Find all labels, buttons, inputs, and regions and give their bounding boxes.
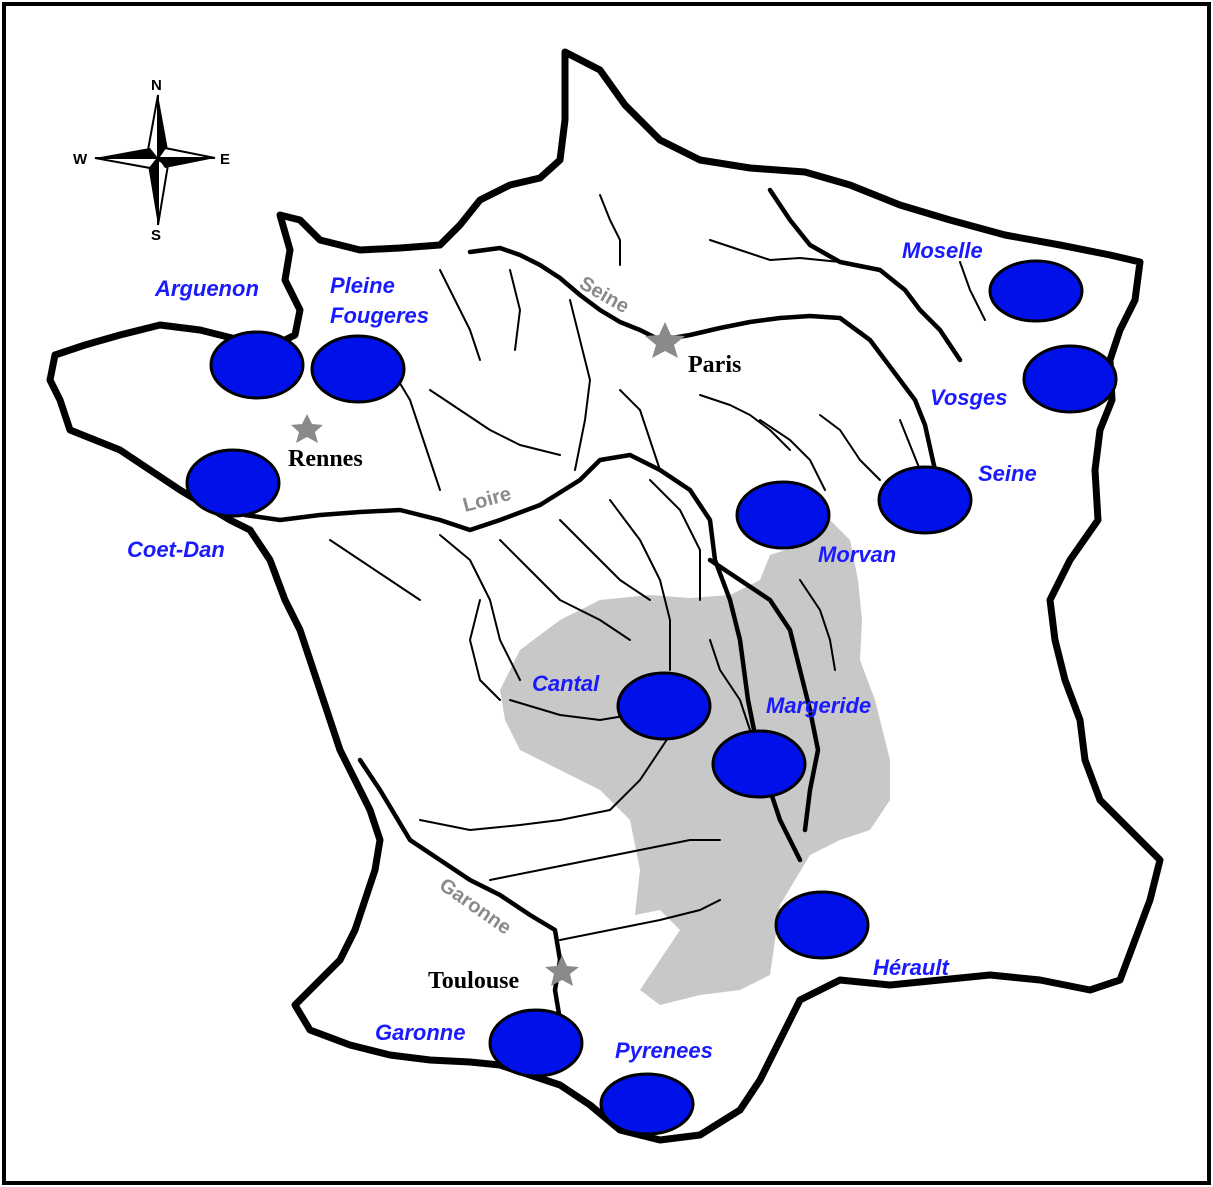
site-vosges: Vosges — [930, 344, 1118, 414]
site-marker — [209, 330, 305, 400]
site-label: Cantal — [532, 671, 600, 696]
compass-north-label: N — [151, 77, 162, 94]
site-label-line2: Fougeres — [330, 303, 429, 328]
compass-east-label: E — [220, 151, 230, 168]
site-label: Morvan — [818, 542, 896, 567]
site-label: Hérault — [873, 955, 950, 980]
site-marker — [711, 729, 807, 799]
compass-south-label: S — [151, 227, 161, 244]
minor-rivers — [329, 194, 986, 941]
site-herault: Hérault — [774, 890, 950, 980]
site-marker — [1022, 344, 1118, 414]
rennes-label: Rennes — [288, 446, 363, 472]
paris-label: Paris — [688, 352, 741, 378]
paris-star-icon — [645, 322, 685, 358]
site-marker — [488, 1008, 584, 1078]
site-label: Margeride — [766, 693, 871, 718]
site-label: Seine — [978, 461, 1037, 486]
site-marker — [185, 448, 281, 518]
site-label: Pyrenees — [615, 1038, 713, 1063]
toulouse-label: Toulouse — [428, 968, 520, 994]
site-seine: Seine — [877, 461, 1037, 535]
site-label: Arguenon — [154, 276, 259, 301]
site-arguenon: Arguenon — [154, 276, 305, 400]
site-moselle: Moselle — [902, 238, 1084, 323]
site-label: Coet-Dan — [127, 537, 225, 562]
site-label: Vosges — [930, 385, 1007, 410]
site-pleine-fougeres: Pleine Fougeres — [310, 273, 429, 404]
rennes-star-icon — [291, 414, 323, 443]
compass-rose: N S W E — [73, 77, 230, 244]
site-marker — [599, 1072, 695, 1136]
site-marker — [310, 334, 406, 404]
site-pyrenees: Pyrenees — [599, 1038, 713, 1136]
site-marker — [735, 480, 831, 550]
site-marker — [988, 259, 1084, 323]
loire-river — [242, 452, 803, 863]
toulouse-star-icon — [545, 955, 579, 986]
site-coet-dan: Coet-Dan — [127, 448, 281, 562]
site-marker — [616, 671, 712, 741]
allier-river — [707, 557, 821, 833]
site-marker — [877, 465, 973, 535]
france-coastline — [46, 48, 1164, 1144]
meuse-river — [767, 187, 963, 363]
site-label: Moselle — [902, 238, 983, 263]
site-label-line1: Pleine — [330, 273, 395, 298]
compass-west-label: W — [73, 151, 88, 168]
seine-river — [467, 245, 938, 473]
toulouse-marker: Toulouse — [428, 955, 579, 994]
rennes-marker: Rennes — [288, 414, 363, 472]
paris-marker: Paris — [645, 322, 741, 378]
site-garonne: Garonne — [375, 1008, 584, 1078]
site-cantal: Cantal — [532, 671, 712, 741]
site-margeride: Margeride — [711, 693, 871, 799]
site-marker — [774, 890, 870, 960]
site-morvan: Morvan — [735, 480, 896, 567]
site-label: Garonne — [375, 1020, 465, 1045]
